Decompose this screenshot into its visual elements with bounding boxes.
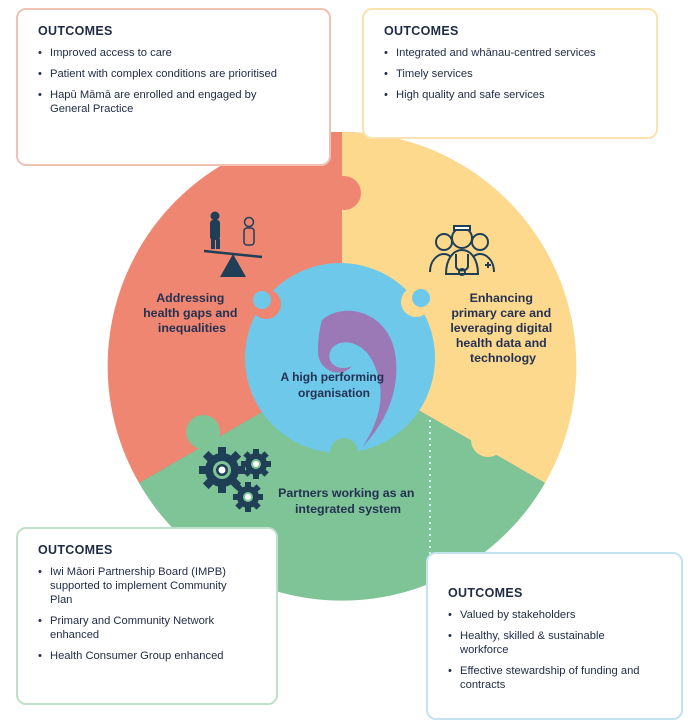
list-item: Health Consumer Group enhanced [38, 649, 262, 663]
outcomes-card-bottom-right: OUTCOMES Valued by stakeholders Healthy,… [426, 552, 683, 720]
outcomes-card-top-right: OUTCOMES Integrated and whānau-centred s… [362, 8, 658, 139]
list-item: Iwi Māori Partnership Board (IMPB) suppo… [38, 565, 250, 607]
balance-scale-people-icon [203, 211, 263, 277]
outcomes-list: Improved access to care Patient with com… [38, 46, 315, 116]
list-item: Improved access to care [38, 46, 315, 60]
list-item: Timely services [384, 67, 642, 81]
list-item: Integrated and whānau-centred services [384, 46, 642, 60]
list-item: Patient with complex conditions are prio… [38, 67, 280, 81]
segment-right-label: Enhancing primary care and leveraging di… [450, 291, 555, 365]
segment-left-label: Addressing health gaps and inequalities [143, 291, 241, 335]
list-item: Valued by stakeholders [448, 608, 667, 622]
list-item: Primary and Community Network enhanced [38, 614, 255, 642]
list-item: Healthy, skilled & sustainable workforce [448, 629, 650, 657]
outcomes-card-bottom-left: OUTCOMES Iwi Māori Partnership Board (IM… [16, 527, 278, 705]
healthcare-team-icon [429, 225, 495, 276]
list-item: Hapū Māmā are enrolled and engaged by Ge… [38, 88, 295, 116]
puzzle-knob-left [186, 415, 220, 449]
outcomes-heading: OUTCOMES [448, 586, 523, 600]
puzzle-knob-top [327, 176, 361, 210]
list-item: High quality and safe services [384, 88, 642, 102]
outcomes-heading: OUTCOMES [38, 543, 113, 557]
outcomes-card-top-left: OUTCOMES Improved access to care Patient… [16, 8, 331, 166]
list-item: Effective stewardship of funding and con… [448, 664, 645, 692]
outcomes-list: Valued by stakeholders Healthy, skilled … [448, 608, 667, 692]
outcomes-heading: OUTCOMES [38, 24, 113, 38]
outcomes-heading: OUTCOMES [384, 24, 459, 38]
outcomes-list: Iwi Māori Partnership Board (IMPB) suppo… [38, 565, 262, 663]
koru-icon [318, 310, 397, 448]
center-label: A high performing organisation [281, 370, 388, 400]
segment-bottom-label: Partners working as an integrated system [278, 486, 418, 516]
outcomes-list: Integrated and whānau-centred services T… [384, 46, 642, 102]
puzzle-knob-right [471, 423, 505, 457]
